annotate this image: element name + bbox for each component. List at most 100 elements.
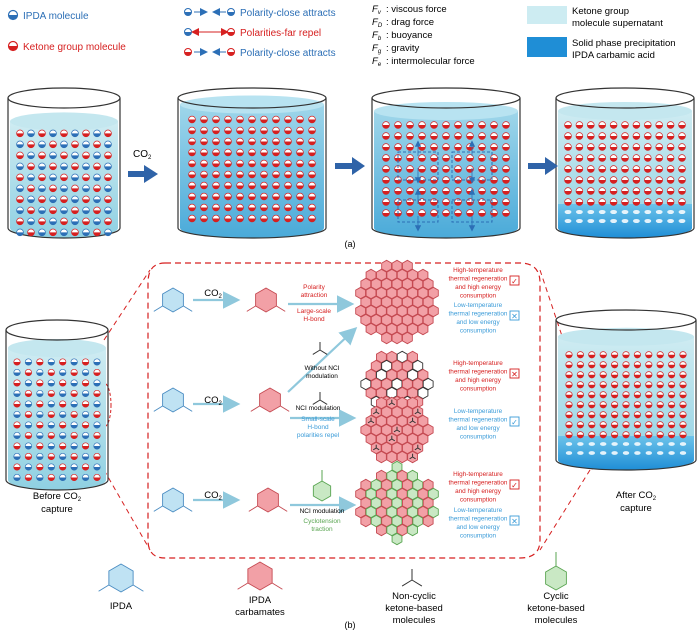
outcome-mark: ✕	[511, 370, 518, 379]
molecule-half	[668, 394, 675, 398]
molecule-half	[576, 202, 583, 206]
molecule-half	[296, 218, 304, 222]
arrow-3	[528, 157, 558, 175]
molecule-half	[678, 202, 686, 206]
molecule-half	[272, 152, 280, 156]
bottom-legend: IPDA IPDA carbamates Non-cyclic ketone-b…	[98, 552, 585, 626]
molecule-half	[36, 425, 44, 429]
molecule-half	[93, 177, 101, 181]
molecule-half	[248, 218, 256, 222]
molecule-half	[564, 180, 572, 184]
molecule-half	[70, 435, 78, 439]
hex-molecule	[407, 469, 418, 483]
molecule-half	[565, 414, 573, 418]
molecule-half	[16, 144, 24, 148]
molecule-half	[406, 213, 414, 217]
molecule-grid	[188, 115, 316, 223]
hex-molecule	[407, 350, 418, 364]
molecule-half	[565, 424, 573, 428]
hex-molecule	[365, 487, 377, 501]
molecule-half	[200, 119, 208, 123]
molecule-half	[48, 393, 55, 397]
molecule-half	[16, 221, 24, 225]
molecule-half	[577, 414, 584, 418]
bl-noncyc-1: Non-cyclic	[392, 591, 436, 602]
molecule-half	[442, 180, 450, 184]
molecule-half	[49, 144, 57, 148]
molecule-half	[104, 155, 112, 159]
hex-molecule	[391, 441, 403, 455]
cyclo-1: Cyclotension	[303, 518, 341, 525]
legend-left: IPDA molecule Ketone group molecule	[7, 9, 126, 53]
molecule-half	[564, 169, 572, 173]
molecule-half	[272, 185, 280, 189]
molecule-half	[27, 133, 35, 137]
molecule-half	[59, 404, 66, 408]
hex-molecule	[381, 259, 392, 273]
legend-precip-2: IPDA carbamic acid	[572, 50, 655, 61]
hex-molecule	[162, 287, 184, 313]
molecule-half	[248, 163, 256, 167]
molecule-half	[296, 130, 304, 134]
molecule-half	[82, 199, 90, 203]
molecule-half	[645, 404, 652, 408]
molecule-half	[27, 221, 35, 225]
molecule-half	[610, 180, 617, 184]
molecule-half	[70, 477, 78, 481]
molecule-half	[622, 384, 630, 388]
molecule-half	[611, 394, 618, 398]
hex-molecule	[391, 478, 403, 492]
molecule-half	[622, 414, 630, 418]
molecule-half	[577, 394, 584, 398]
outcome-line: thermal regeneration	[449, 417, 508, 424]
molecule-half	[308, 174, 316, 178]
hex-molecule	[427, 286, 439, 300]
molecule-half	[13, 362, 21, 366]
hex-molecule	[370, 295, 382, 309]
molecule-half	[49, 210, 57, 214]
molecule-half	[478, 202, 486, 206]
molecule-half	[382, 191, 390, 195]
molecule-half	[27, 144, 35, 148]
molecule-half	[48, 414, 55, 418]
hex-molecule	[417, 368, 429, 382]
hex-molecule	[370, 496, 382, 510]
molecule-half	[622, 374, 630, 378]
small-hbond-2: H-bond	[307, 424, 329, 431]
molecule-half	[657, 414, 664, 418]
molecule-half	[248, 141, 256, 145]
molecule-half	[48, 435, 55, 439]
molecule-half	[13, 425, 21, 429]
hex-molecule	[376, 450, 387, 464]
beaker-before	[5, 319, 109, 491]
molecule-half	[82, 166, 90, 170]
hex-molecule	[381, 478, 392, 492]
molecule-half	[645, 414, 652, 418]
molecule-half	[382, 158, 390, 162]
molecule-half	[502, 202, 510, 206]
hex-molecule	[360, 514, 372, 528]
molecule-half	[82, 456, 89, 460]
molecule-half	[27, 166, 35, 170]
molecule-half	[82, 383, 89, 387]
molecule-half	[25, 383, 32, 387]
molecule-half	[611, 374, 618, 378]
molecule-half	[633, 147, 640, 151]
hex-molecule	[386, 368, 398, 382]
molecule-half	[667, 125, 674, 129]
molecule-half	[600, 394, 607, 398]
molecule-half	[82, 404, 89, 408]
molecule-half	[564, 158, 572, 162]
molecule-half	[502, 169, 510, 173]
molecule-half	[308, 207, 316, 211]
molecule-half	[284, 152, 292, 156]
svg-text:CO2: CO2	[204, 395, 222, 407]
molecule-half	[645, 424, 652, 428]
hex-molecule	[376, 286, 387, 300]
molecule-half	[657, 404, 664, 408]
molecule-half	[296, 119, 304, 123]
cyclo-2: traction	[311, 526, 333, 533]
